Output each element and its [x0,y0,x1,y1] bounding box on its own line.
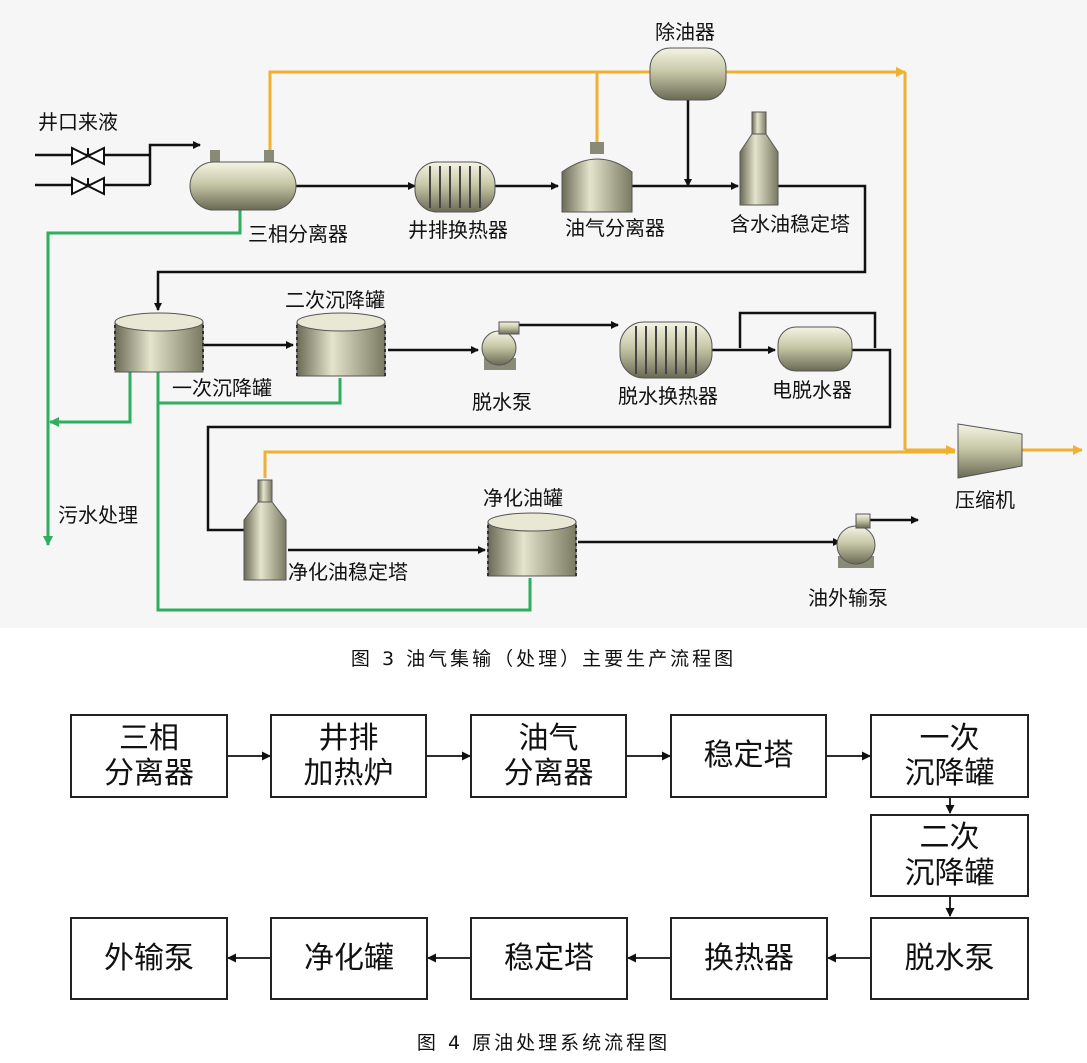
block-arrows [227,751,955,963]
block-oil-gas-separator: 油气分离器 [470,714,627,798]
block-line: 沉降罐 [904,756,995,791]
block-stabilizer: 稳定塔 [670,714,827,798]
block-line: 二次 [919,820,980,856]
label-dehydration-heat-exchanger: 脱水换热器 [618,384,718,408]
block-heat-exchanger: 换热器 [670,917,828,1000]
label-well-heat-exchanger: 井排换热器 [408,218,508,242]
label-secondary-settling-tank: 二次沉降罐 [285,288,385,312]
compressor-icon [957,423,1023,479]
label-compressor: 压缩机 [955,488,1015,512]
block-line: 分离器 [503,756,594,791]
block-line: 外输泵 [104,940,194,976]
electric-dehydrator-icon [777,326,853,372]
block-line: 加热炉 [303,756,394,791]
process-flow-diagram: 井口来液 三相分离器 井排换热器 油气分离器 除油器 含水油稳定塔 二次沉降罐 … [35,20,1083,612]
block-line: 一次 [919,720,980,756]
purified-oil-tank-icon [487,512,577,577]
block-line: 脱水泵 [904,940,995,976]
label-purified-oil-tank: 净化油罐 [483,486,563,510]
label-water-oil-stabilizer: 含水油稳定塔 [730,212,850,236]
figure3-caption: 图 3 油气集输（处理）主要生产流程图 [350,648,737,670]
block-three-phase-separator: 三相分离器 [70,714,228,798]
block-line: 稳定塔 [703,738,794,774]
stabilizer-tower-icon [739,111,779,206]
block-line: 分离器 [104,756,194,791]
label-sewage-treatment: 污水处理 [58,503,138,527]
valve-icon [71,146,105,196]
label-dehydration-pump: 脱水泵 [472,390,532,414]
block-primary-settling-tank: 一次沉降罐 [870,714,1029,798]
label-well-liquid: 井口来液 [38,110,118,134]
label-electric-dehydrator: 电脱水器 [772,378,852,402]
label-oil-gas-separator: 油气分离器 [565,216,665,240]
process-flow-svg [35,47,1083,612]
block-export-pump: 外输泵 [70,917,228,1000]
secondary-settling-tank-icon [296,312,386,377]
oil-lines [35,100,919,554]
figure4-caption: 图 4 原油处理系统流程图 [416,1032,671,1054]
block-flow-diagram: 三相分离器 井排加热炉 油气分离器 稳定塔 一次沉降罐 二次沉降罐 脱水泵 换热… [0,700,1087,1012]
block-line: 三相 [119,720,179,756]
dehydration-heat-exchanger-icon [619,321,713,379]
block-line: 换热器 [704,940,794,976]
block-line: 井排 [318,720,379,756]
block-secondary-settling-tank: 二次沉降罐 [870,814,1029,897]
label-primary-settling-tank: 一次沉降罐 [172,376,272,400]
label-purified-oil-stabilizer: 净化油稳定塔 [288,560,408,584]
block-arrows-svg [227,751,955,963]
water-lines [43,210,532,612]
deoiler-icon [649,47,727,101]
block-well-heater: 井排加热炉 [270,714,427,798]
oil-export-pump-icon [836,513,876,568]
label-deoiler: 除油器 [655,20,715,44]
block-line: 油气 [518,720,579,756]
block-line: 稳定塔 [504,940,594,976]
label-oil-export-pump: 油外输泵 [808,586,888,610]
purified-oil-stabilizer-icon [243,479,287,581]
block-purification-tank: 净化罐 [270,917,428,1000]
heat-exchanger-icon [414,161,496,213]
block-stabilizer-2: 稳定塔 [470,917,628,1000]
block-line: 净化罐 [304,940,394,976]
oil-gas-separator-icon [561,142,633,213]
block-line: 沉降罐 [904,855,995,891]
three-phase-separator-icon [189,150,297,211]
label-three-phase-separator: 三相分离器 [248,222,348,246]
gas-lines [263,67,1083,478]
dehydration-pump-icon [481,321,520,370]
primary-settling-tank-icon [114,312,204,373]
block-dehydration-pump: 脱水泵 [870,917,1029,1000]
